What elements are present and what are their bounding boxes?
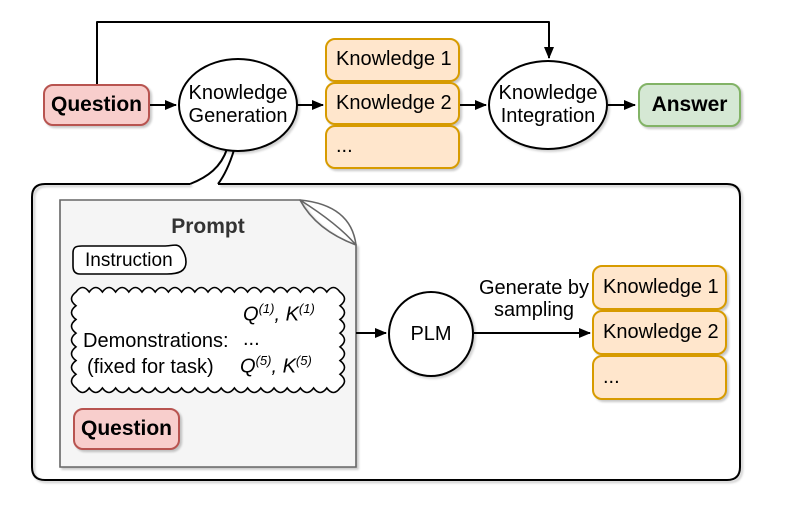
plm-circle: PLM: [388, 291, 474, 377]
demo-k-sup-first: (1): [298, 301, 315, 316]
demonstrations-label: Demonstrations:: [83, 330, 229, 352]
demo-q-sup-first: (1): [258, 301, 275, 316]
generated-knowledge-box-2-label: Knowledge 2: [603, 321, 719, 343]
demo-k-symbol: K: [285, 303, 299, 326]
generate-by-sampling-label: Generate by sampling: [454, 277, 614, 321]
demo-separator: ,: [274, 303, 286, 326]
knowledge-integration-label-line2: Integration: [500, 105, 596, 127]
knowledge-box-1: Knowledge 1: [325, 38, 460, 82]
generate-by-sampling-line1: Generate by: [478, 277, 590, 299]
knowledge-box-ellipsis-label: ...: [336, 135, 353, 158]
knowledge-generation-ellipse: Knowledge Generation: [178, 58, 298, 152]
generated-knowledge-box-ellipsis: ...: [592, 355, 727, 400]
demo-q-symbol-last: Q: [240, 355, 256, 378]
generated-knowledge-box-2: Knowledge 2: [592, 310, 727, 355]
question-box-prompt: Question: [73, 408, 180, 450]
question-label: Question: [50, 93, 142, 116]
question-prompt-label: Question: [80, 417, 172, 440]
generate-by-sampling-line2: sampling: [493, 299, 575, 321]
knowledge-box-1-label: Knowledge 1: [336, 48, 452, 71]
knowledge-stack-top: Knowledge 1 Knowledge 2 ...: [325, 38, 460, 169]
demo-first-pair: Q(1), K(1): [243, 301, 315, 327]
demonstrations-note: (fixed for task): [87, 356, 214, 378]
answer-label: Answer: [651, 93, 728, 116]
callout-tail: [189, 144, 235, 185]
plm-label: PLM: [410, 323, 452, 345]
arrow-question-to-integration: [96, 21, 554, 84]
answer-box: Answer: [638, 83, 741, 127]
knowledge-box-2: Knowledge 2: [325, 81, 460, 126]
question-box: Question: [43, 84, 150, 126]
knowledge-integration-ellipse: Knowledge Integration: [488, 60, 608, 150]
instruction-label: Instruction: [85, 250, 173, 271]
knowledge-generation-label-line2: Generation: [188, 105, 288, 127]
knowledge-stack-bottom: Knowledge 1 Knowledge 2 ...: [592, 265, 727, 400]
demo-separator-last: ,: [271, 355, 283, 378]
demo-k-sup-last: (5): [295, 353, 312, 368]
generated-knowledge-box-1: Knowledge 1: [592, 265, 727, 310]
generated-knowledge-box-1-label: Knowledge 1: [603, 276, 719, 298]
demo-last-pair: Q(5), K(5): [240, 353, 312, 379]
demo-q-symbol: Q: [243, 303, 259, 326]
knowledge-integration-label-line1: Knowledge: [498, 82, 598, 104]
generated-knowledge-box-ellipsis-label: ...: [603, 366, 620, 388]
prompt-title: Prompt: [171, 215, 245, 238]
demo-q-sup-last: (5): [255, 353, 272, 368]
demonstrations-ellipsis: ...: [243, 328, 260, 350]
knowledge-box-ellipsis: ...: [325, 125, 460, 169]
knowledge-box-2-label: Knowledge 2: [336, 91, 452, 114]
knowledge-generation-label-line1: Knowledge: [188, 82, 288, 104]
demo-k-symbol-last: K: [282, 355, 296, 378]
